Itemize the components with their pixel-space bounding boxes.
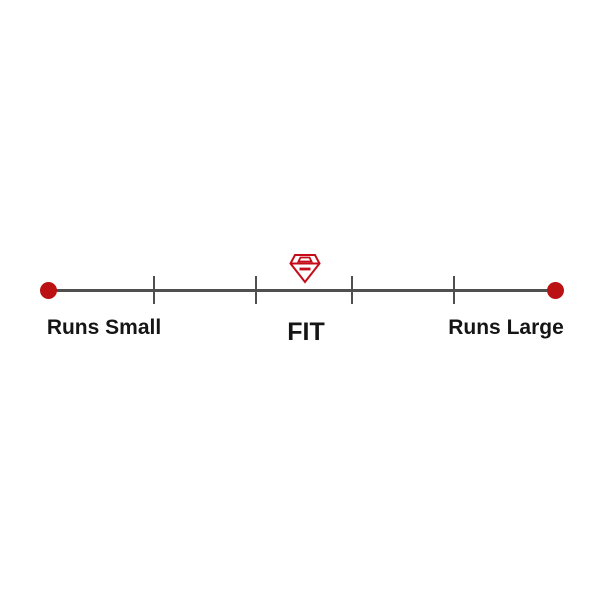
fit-label: FIT bbox=[287, 318, 325, 346]
gem-icon bbox=[289, 253, 321, 284]
right-endpoint-dot bbox=[547, 282, 564, 299]
scale-tick bbox=[153, 276, 155, 304]
runs-small-label: Runs Small bbox=[46, 316, 162, 339]
left-endpoint-dot bbox=[40, 282, 57, 299]
scale-tick bbox=[255, 276, 257, 304]
scale-tick bbox=[453, 276, 455, 304]
runs-large-label: Runs Large bbox=[448, 316, 564, 339]
scale-tick bbox=[351, 276, 353, 304]
scale-line bbox=[49, 289, 556, 292]
